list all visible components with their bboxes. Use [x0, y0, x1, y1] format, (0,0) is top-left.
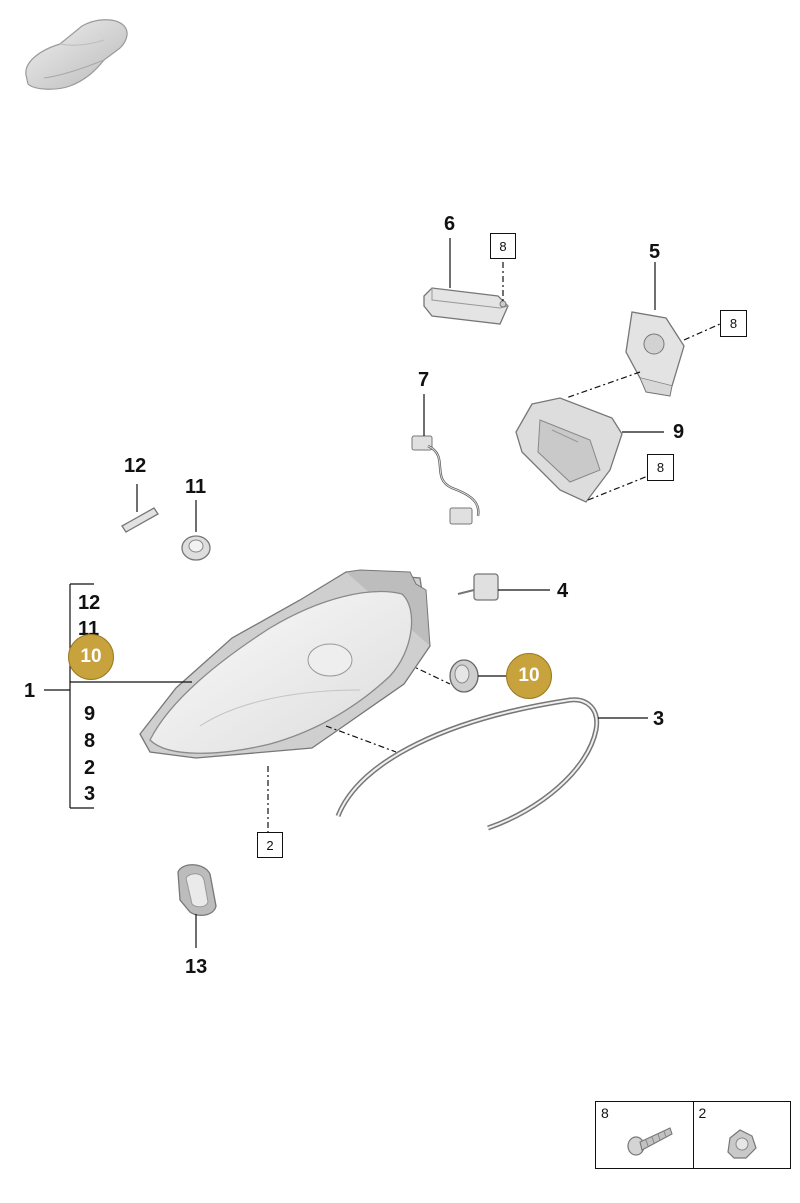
callout-10-badge[interactable]: 10 [506, 653, 552, 699]
callout-3[interactable]: 3 [653, 708, 665, 730]
callout-13[interactable]: 13 [185, 956, 208, 978]
callout-12[interactable]: 12 [124, 455, 147, 477]
part-6-control-unit [423, 287, 509, 325]
callout-4[interactable]: 4 [557, 580, 569, 602]
legend-nut-number: 2 [698, 1105, 707, 1121]
screw-icon [627, 1127, 673, 1156]
fastener-legend: 8 2 [595, 1101, 791, 1169]
ref-box-8-part-6[interactable]: 8 [490, 233, 516, 259]
callout-1[interactable]: 1 [24, 680, 36, 702]
part-7-cable [411, 435, 480, 525]
part-9-housing-cover [515, 397, 623, 503]
group-item-8: 8 [84, 730, 96, 752]
group-item-10-badge[interactable]: 10 [68, 634, 114, 680]
car-silhouette-icon [25, 19, 128, 90]
ref-box-8-part-9[interactable]: 8 [647, 454, 674, 481]
nut-icon [726, 1129, 757, 1159]
callout-7[interactable]: 7 [418, 369, 430, 391]
callout-5[interactable]: 5 [649, 241, 661, 263]
group-item-3: 3 [84, 783, 96, 805]
ref-box-2-headlamp[interactable]: 2 [257, 832, 283, 858]
group-item-2: 2 [84, 757, 96, 779]
group-item-12: 12 [78, 592, 101, 614]
legend-screw-number: 8 [601, 1105, 609, 1121]
callout-6[interactable]: 6 [444, 213, 456, 235]
legend-cell-nut[interactable]: 2 [692, 1102, 791, 1168]
part-13-plug [177, 864, 217, 917]
part-10-cap [449, 659, 479, 693]
ref-box-8-part-5[interactable]: 8 [720, 310, 747, 337]
callout-9[interactable]: 9 [673, 421, 685, 443]
part-12-clip [121, 507, 159, 533]
group-item-9: 9 [84, 703, 96, 725]
group-bracket [44, 583, 94, 809]
legend-cell-screw[interactable]: 8 [596, 1102, 693, 1168]
part-3-seal [335, 697, 600, 831]
part-5-bracket [625, 311, 685, 397]
part-4-bulb [457, 573, 499, 601]
part-1-headlamp [139, 569, 431, 759]
part-11-grommet [181, 535, 211, 561]
callout-11[interactable]: 11 [185, 476, 207, 498]
